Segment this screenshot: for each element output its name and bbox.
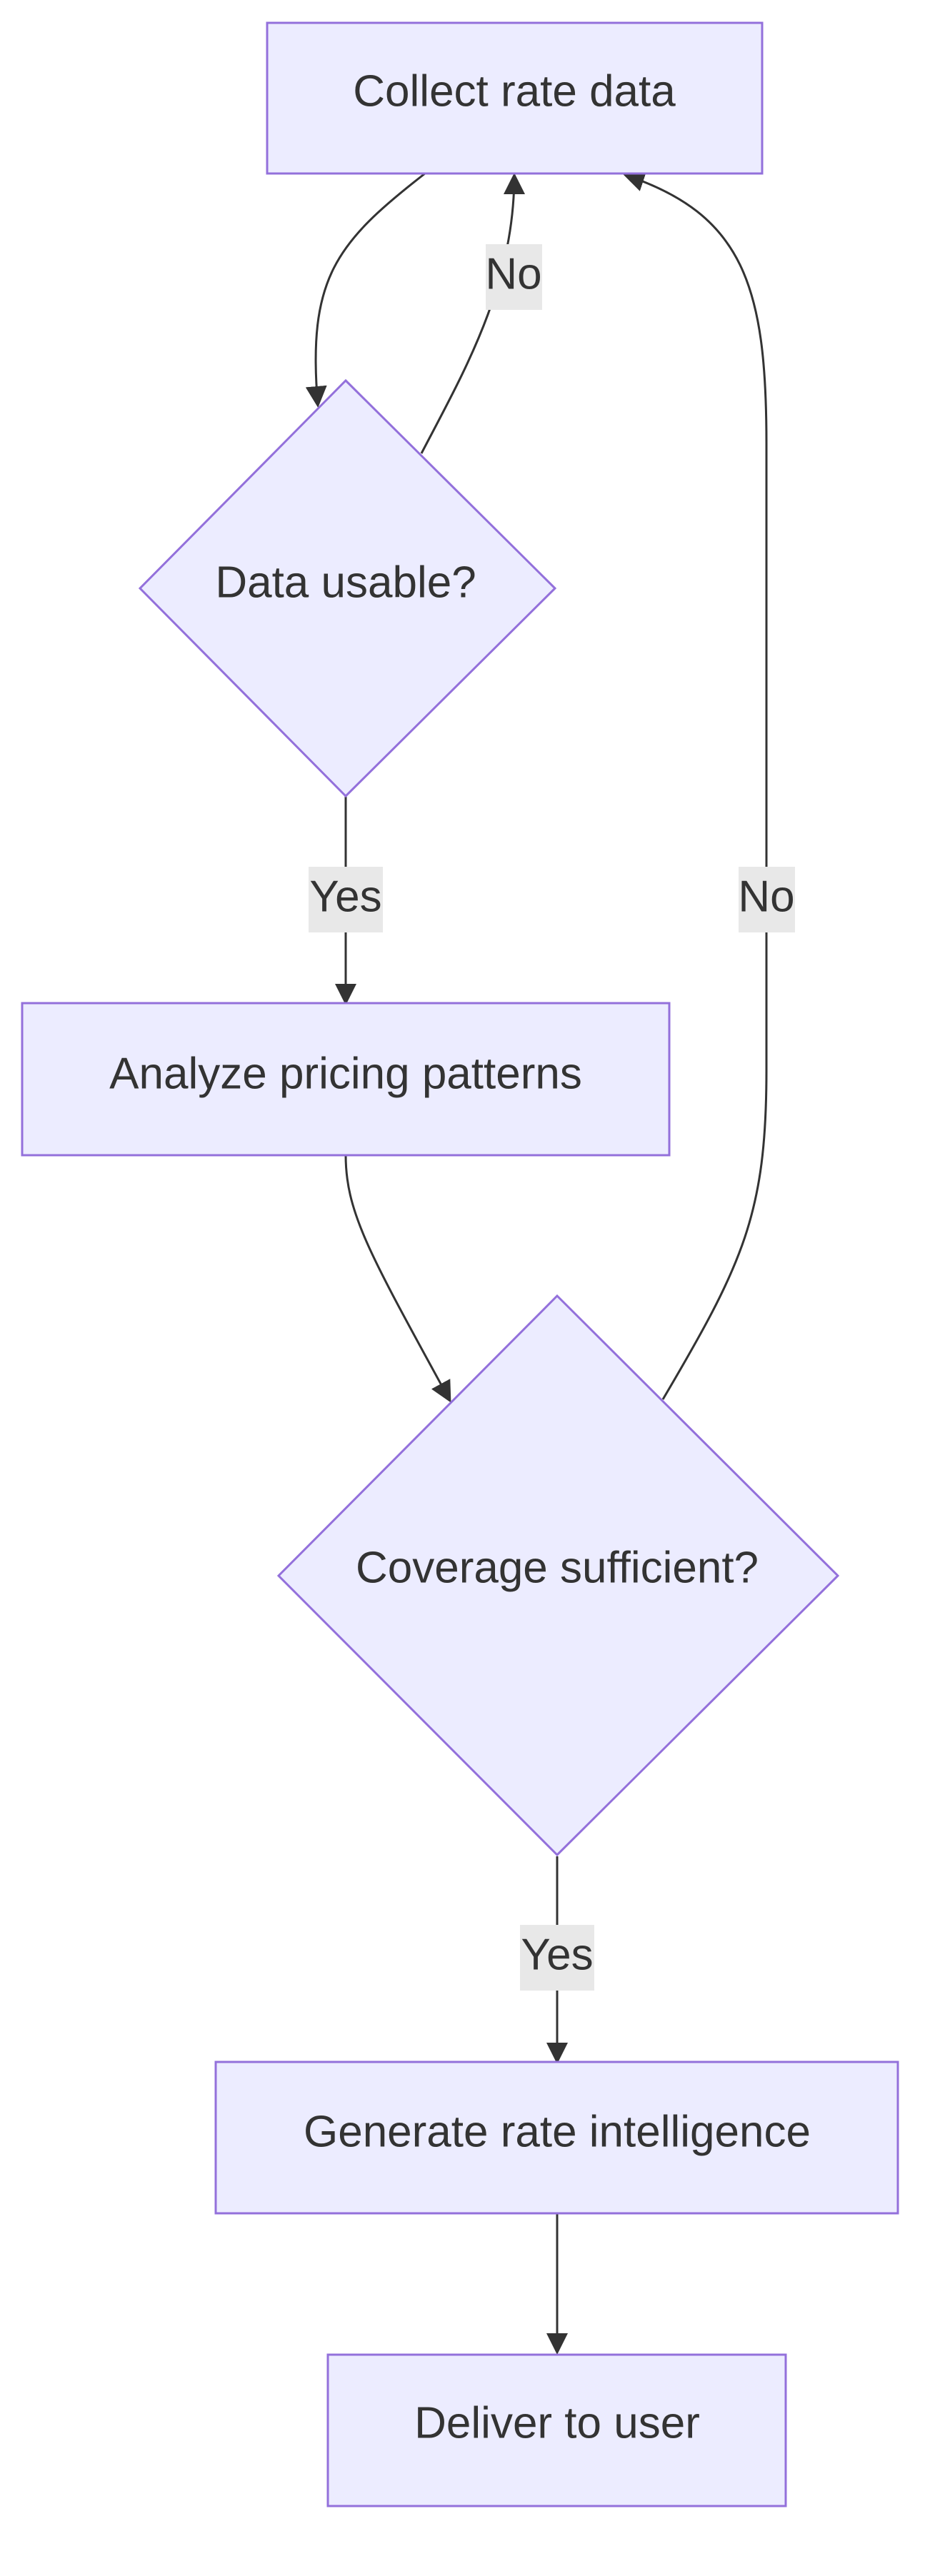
svg-text:Collect rate data: Collect rate data — [353, 66, 676, 116]
node-data-usable-decision: Data usable? — [138, 378, 557, 798]
svg-text:Yes: Yes — [521, 1930, 593, 1979]
svg-text:Yes: Yes — [309, 872, 381, 921]
edge-analyze-to-coverage — [344, 1154, 451, 1403]
edge-label-usable-yes: Yes — [309, 867, 383, 932]
edge-collect-to-usable — [305, 172, 426, 408]
svg-text:Coverage sufficient?: Coverage sufficient? — [356, 1543, 759, 1592]
node-collect-rate-data: Collect rate data — [266, 21, 764, 175]
edge-coverage-no-to-collect — [623, 171, 768, 1400]
node-generate-rate-intelligence: Generate rate intelligence — [214, 2061, 899, 2215]
svg-text:No: No — [738, 872, 794, 921]
svg-text:Deliver to user: Deliver to user — [414, 2398, 700, 2447]
edge-label-usable-no: No — [485, 244, 542, 310]
svg-text:No: No — [485, 249, 541, 298]
edge-usable-no-to-collect — [420, 173, 525, 454]
edge-label-coverage-no: No — [738, 867, 795, 932]
node-deliver-to-user: Deliver to user — [326, 2353, 787, 2507]
svg-text:Data usable?: Data usable? — [215, 558, 476, 607]
node-coverage-sufficient-decision: Coverage sufficient? — [276, 1294, 840, 1857]
svg-text:Generate rate intelligence: Generate rate intelligence — [304, 2107, 811, 2156]
node-analyze-pricing-patterns: Analyze pricing patterns — [21, 1002, 671, 1157]
svg-text:Analyze pricing patterns: Analyze pricing patterns — [109, 1049, 582, 1098]
edge-label-coverage-yes: Yes — [520, 1925, 594, 1991]
